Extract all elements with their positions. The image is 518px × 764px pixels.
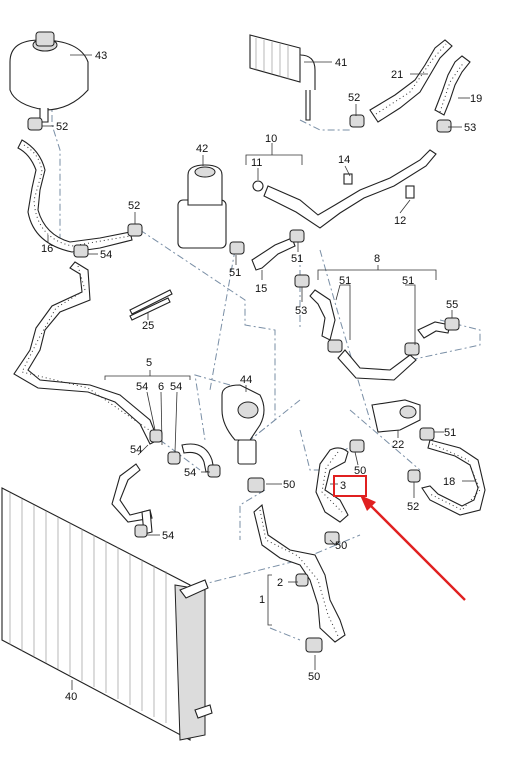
label-54: 54 [100, 249, 112, 261]
callout-labels: 43 41 21 19 52 52 53 10 11 14 12 42 52 1… [41, 50, 482, 703]
coolant-connector [371, 399, 421, 433]
label-11: 11 [251, 157, 262, 169]
label-14: 14 [338, 154, 350, 166]
label-43: 43 [95, 50, 107, 62]
coolant-pipe [263, 149, 437, 229]
highlight-box [333, 475, 367, 497]
label-50: 50 [308, 671, 320, 683]
label-51: 51 [402, 275, 414, 287]
label-52: 52 [348, 92, 360, 104]
label-2: 2 [277, 577, 283, 589]
label-44: 44 [240, 374, 252, 386]
label-1: 1 [259, 594, 265, 606]
label-21: 21 [391, 69, 403, 81]
pointer-arrow-head [360, 495, 376, 511]
clamps [27, 114, 460, 653]
label-41: 41 [335, 57, 347, 69]
label-54: 54 [162, 530, 174, 542]
label-51: 51 [229, 267, 241, 279]
label-50: 50 [335, 540, 347, 552]
label-51: 51 [339, 275, 351, 287]
label-52: 52 [407, 501, 419, 513]
label-51: 51 [291, 253, 303, 265]
label-10: 10 [265, 133, 277, 145]
hoses [13, 39, 486, 719]
label-40: 40 [65, 691, 77, 703]
label-6: 6 [158, 381, 164, 393]
label-15: 15 [255, 283, 267, 295]
label-22: 22 [392, 439, 404, 451]
label-55: 55 [446, 299, 458, 311]
expansion-tank [9, 31, 89, 123]
assembly-lines [51, 100, 481, 641]
label-53: 53 [295, 305, 307, 317]
leader-lines [42, 54, 475, 690]
filter-housing [177, 164, 227, 249]
label-19: 19 [470, 93, 482, 105]
bracket [129, 289, 173, 321]
label-42: 42 [196, 143, 208, 155]
label-54: 54 [184, 467, 196, 479]
label-54: 54 [136, 381, 148, 393]
label-18: 18 [443, 476, 455, 488]
label-5: 5 [146, 357, 152, 369]
radiator [1, 487, 206, 741]
label-50: 50 [354, 465, 366, 477]
pointer-arrow-shaft [367, 502, 466, 601]
label-52: 52 [128, 200, 140, 212]
label-52: 52 [56, 121, 68, 133]
label-12: 12 [394, 215, 406, 227]
label-53: 53 [464, 122, 476, 134]
label-50: 50 [283, 479, 295, 491]
label-51: 51 [444, 427, 456, 439]
label-8: 8 [374, 253, 380, 265]
heat-exchanger-top [249, 34, 316, 121]
label-54: 54 [170, 381, 182, 393]
label-3: 3 [340, 480, 346, 492]
thermostat-housing [221, 384, 265, 465]
label-16: 16 [41, 243, 53, 255]
label-25: 25 [142, 320, 154, 332]
label-54: 54 [130, 444, 142, 456]
highlight-callout [333, 475, 466, 601]
